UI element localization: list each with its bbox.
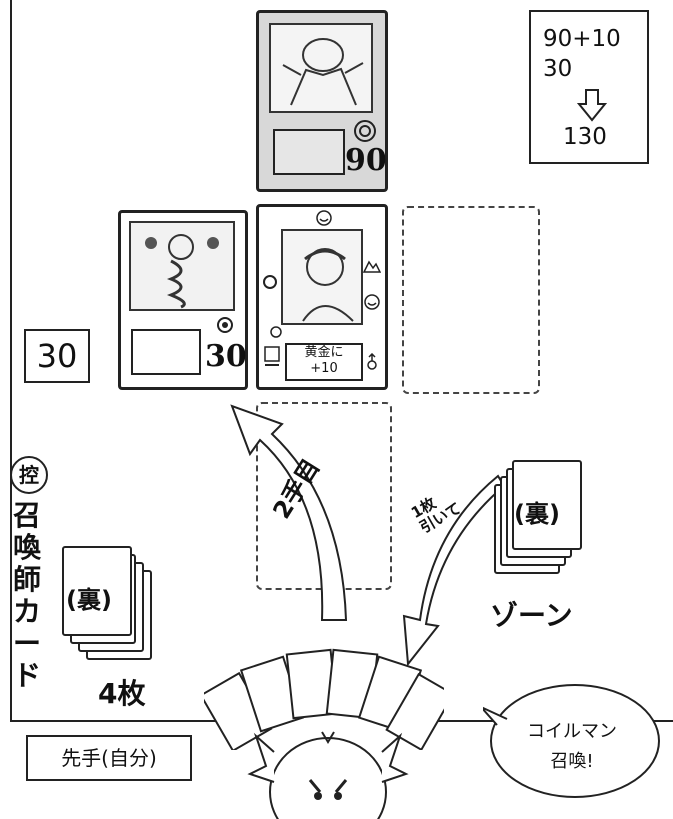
card-text-line-2: +10: [310, 361, 338, 376]
summoner-card-vertical-label: 召 喚 師 カ ー ド: [10, 500, 44, 692]
smiley-icon: [364, 294, 380, 310]
bearded-man-icon: [302, 248, 354, 322]
player-turn-label: 先手(自分): [26, 735, 192, 781]
card-text-box: [131, 329, 201, 375]
speech-line-2: 召喚!: [550, 751, 594, 772]
power-calculation-box: 90+10 30 130: [529, 10, 649, 164]
summoner-char: 喚: [12, 531, 41, 564]
summoner-char: カ: [12, 595, 41, 628]
monster-illustration: [269, 23, 373, 113]
male-symbol-icon: [367, 353, 377, 370]
spiral-icon: [354, 120, 376, 142]
speech-bubble: コイルマン 召喚!: [483, 681, 661, 799]
my-score: 30: [24, 329, 90, 383]
deck-face-down-label: (裏): [66, 586, 112, 614]
curved-arrow-icon: [230, 404, 348, 621]
deck-card-back: [62, 546, 132, 636]
calc-line-2: 30: [543, 56, 573, 82]
smiley-icon: [316, 210, 332, 226]
card-text-line-1: 黄金に: [304, 345, 344, 360]
card-power: 90: [345, 143, 387, 178]
speech-line-1: コイルマン: [527, 721, 617, 742]
board-bottom-edge: [10, 720, 220, 722]
summoner-char: ド: [12, 659, 41, 692]
calc-line-1: 90+10: [543, 26, 621, 52]
speech-bubble-shape: [483, 684, 660, 798]
opponent-monster-card[interactable]: 90: [256, 10, 388, 192]
card-power: 30: [205, 339, 247, 374]
spiral-icon: [270, 326, 282, 338]
card-text-box: 黄金に +10: [285, 343, 363, 381]
deck-card-back: [512, 460, 582, 550]
card-text-box: [273, 129, 345, 175]
zone-deck[interactable]: (裏): [494, 458, 594, 578]
monster-illustration: [129, 221, 235, 311]
gear-icon: [263, 275, 277, 289]
item-icon: [264, 346, 280, 366]
mountain-icon: [363, 260, 381, 273]
down-arrow-icon: [577, 89, 607, 122]
deck-face-down-label: (裏): [514, 500, 560, 528]
summoner-char: 師: [12, 563, 41, 596]
board-left-edge: [10, 0, 12, 722]
player-character-icon: [247, 731, 409, 819]
calc-result: 130: [563, 124, 607, 150]
summoner-deck[interactable]: (裏): [62, 544, 162, 664]
gear-icon: [217, 317, 233, 333]
coil-monster-icon: [145, 234, 219, 309]
reserve-badge-text: 控: [19, 463, 39, 487]
summoner-deck-count: 4枚: [98, 677, 146, 710]
character-illustration: [281, 229, 363, 325]
equipment-card[interactable]: 黄金に +10: [256, 204, 388, 390]
summoner-char: ー: [12, 627, 41, 660]
monster-figure-icon: [282, 38, 364, 106]
summoner-char: 召: [12, 499, 41, 532]
reserve-badge: 控: [10, 456, 48, 494]
player-hand[interactable]: [204, 640, 444, 750]
empty-card-slot[interactable]: [402, 206, 540, 394]
my-monster-card[interactable]: 30: [118, 210, 248, 390]
zone-deck-name: ゾーン: [490, 599, 573, 632]
